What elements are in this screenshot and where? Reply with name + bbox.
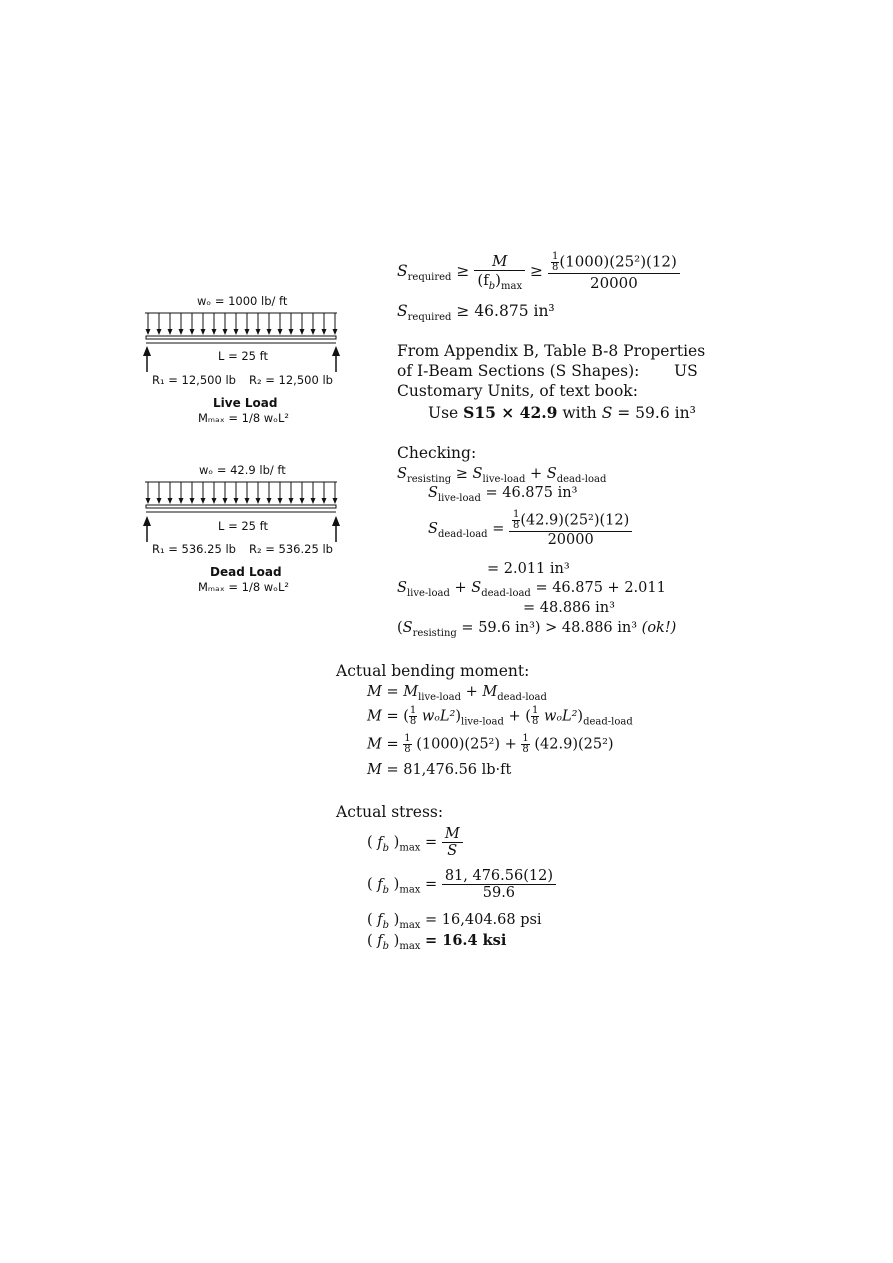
load-arrowhead (310, 329, 316, 335)
dead-load-title: Dead Load (210, 565, 282, 579)
load-arrowhead (321, 498, 327, 504)
load-arrowhead (266, 498, 272, 504)
s-symbol: S (397, 262, 408, 280)
dead-load-r2: R₂ = 536.25 lb (249, 542, 333, 556)
m-over-fb: M (fb)max (474, 252, 526, 292)
live-load-r2: R₂ = 12,500 lb (249, 373, 333, 387)
live-load-title: Live Load (213, 396, 278, 410)
load-arrowhead (156, 498, 162, 504)
appendix-line-1: From Appendix B, Table B-8 Properties (397, 342, 706, 360)
appendix-line-2-end: US (674, 362, 698, 380)
sum-total: = 48.886 in³ (523, 600, 615, 616)
required-result: Srequired ≥ 46.875 in³ (397, 302, 555, 324)
live-load-s: Slive-load = 46.875 in³ (428, 485, 578, 504)
load-arrowhead (211, 498, 217, 504)
load-arrowhead (321, 329, 327, 335)
load-arrowhead (299, 498, 305, 504)
dead-load-w-label: wₒ = 42.9 lb/ ft (199, 463, 286, 477)
dead-load-beam (143, 481, 340, 542)
load-arrowhead (189, 498, 195, 504)
load-arrowhead (178, 329, 184, 335)
load-arrowhead (178, 498, 184, 504)
load-arrowhead (200, 498, 206, 504)
numerator-m: M (474, 252, 526, 271)
load-arrowhead (288, 498, 294, 504)
load-arrowhead (222, 329, 228, 335)
load-arrowhead (189, 329, 195, 335)
appendix-line-2: of I-Beam Sections (S Shapes): (397, 362, 640, 380)
geq-sign-2: ≥ (530, 262, 544, 280)
load-arrowhead (244, 329, 250, 335)
load-arrowhead (167, 329, 173, 335)
load-arrowhead (299, 329, 305, 335)
live-load-length: L = 25 ft (218, 349, 268, 363)
live-load-beam (143, 312, 340, 372)
load-arrowhead (167, 498, 173, 504)
load-arrowhead (233, 329, 239, 335)
load-arrowhead (200, 329, 206, 335)
dead-load-length: L = 25 ft (218, 519, 268, 533)
load-arrowhead (332, 329, 338, 335)
appendix-line-3: Customary Units, of text book: (397, 382, 638, 400)
load-arrowhead (332, 498, 338, 504)
stress-psi: ( fb )max = 16,404.68 psi (367, 912, 542, 931)
moment-line-1: M = Mlive-load + Mdead-load (367, 684, 547, 703)
load-arrowhead (244, 498, 250, 504)
load-arrowhead (211, 329, 217, 335)
moment-result: M = 81,476.56 lb·ft (367, 762, 512, 778)
load-arrowhead (266, 329, 272, 335)
load-arrowhead (233, 498, 239, 504)
checking-heading: Checking: (397, 444, 477, 462)
live-load-mmax: Mₘₐₓ = 1/8 wₒL² (198, 411, 289, 425)
load-arrowhead (277, 329, 283, 335)
load-arrowhead (310, 498, 316, 504)
live-load-r1: R₁ = 12,500 lb (152, 373, 236, 387)
sum-line: Slive-load + Sdead-load = 46.875 + 2.011 (397, 580, 666, 599)
live-load-w-label: wₒ = 1000 lb/ ft (197, 294, 288, 308)
geq-sign: ≥ (456, 262, 470, 280)
load-arrowhead (156, 329, 162, 335)
load-arrowhead (145, 498, 151, 504)
load-arrowhead (255, 329, 261, 335)
stress-ksi: ( fb )max = 16.4 ksi (367, 932, 507, 952)
dead-load-mmax: Mₘₐₓ = 1/8 wₒL² (198, 580, 289, 594)
use-section-line: Use S15 × 42.9 with S = 59.6 in³ (428, 403, 696, 422)
stress-heading: Actual stress: (336, 803, 444, 821)
comparison-line: (Sresisting = 59.6 in³) > 48.886 in³ (ok… (397, 620, 677, 639)
load-arrowhead (288, 329, 294, 335)
moment-heading: Actual bending moment: (336, 662, 530, 680)
load-arrowhead (277, 498, 283, 504)
s-subscript: required (407, 272, 452, 284)
dead-load-s-value: = 2.011 in³ (487, 561, 570, 577)
load-arrowhead (222, 498, 228, 504)
dead-load-r1: R₁ = 536.25 lb (152, 542, 236, 556)
load-arrowhead (145, 329, 151, 335)
checking-line-1: Sresisting ≥ Slive-load + Sdead-load (397, 466, 607, 485)
stress-line-2: ( fb )max = 81, 476.56(12)59.6 (367, 868, 556, 901)
load-arrowhead (255, 498, 261, 504)
